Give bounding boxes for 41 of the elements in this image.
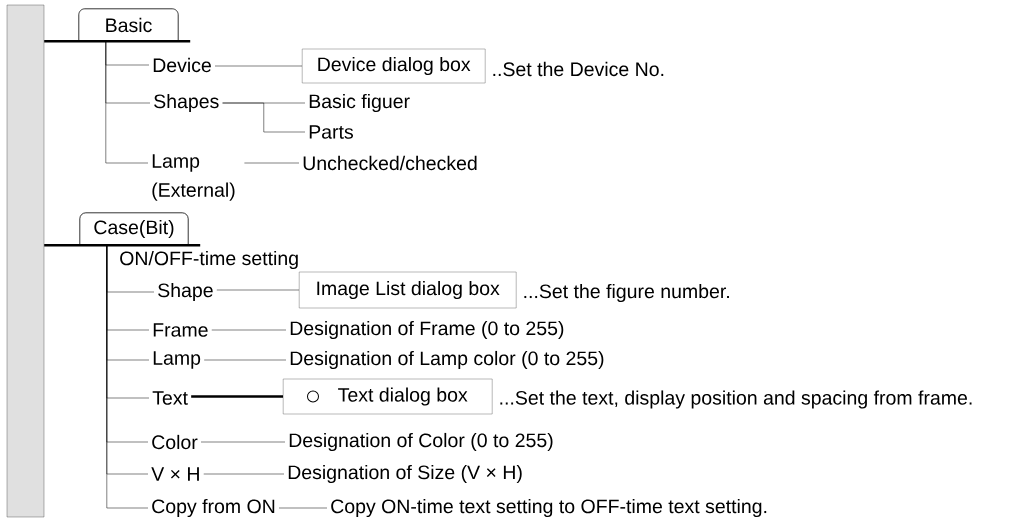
- connector-line: [44, 243, 201, 247]
- connector-line: [222, 102, 306, 133]
- note-text: ..Set the Device No.: [493, 61, 664, 77]
- heading-text: ON/OFF-time setting: [120, 250, 298, 270]
- connector-line: [105, 40, 149, 164]
- item-label: Copy from ON: [152, 498, 275, 518]
- item-label: Lamp (External): [152, 154, 235, 201]
- item-label: Unchecked/checked: [303, 155, 477, 171]
- connector-line: [200, 441, 286, 443]
- dialog-box: Text dialog box: [283, 378, 493, 415]
- note-text: ...Set the text, display position and spacing from frame.: [500, 390, 972, 409]
- item-label: Designation of Frame (0 to 255): [290, 320, 564, 340]
- dialog-box: Device dialog box: [302, 48, 486, 84]
- connector-line: [44, 39, 191, 43]
- item-label: Designation of Color (0 to 255): [289, 432, 553, 452]
- connector-line: [244, 162, 300, 164]
- connector-line: [191, 395, 283, 398]
- item-label: Color: [152, 434, 198, 450]
- tab-box: Basic: [78, 8, 179, 42]
- tab-box: Case(Bit): [79, 212, 189, 246]
- item-label: Shape: [158, 282, 213, 302]
- side-bar: [6, 4, 45, 518]
- item-label: Shapes: [154, 93, 219, 113]
- connector-line: [211, 329, 287, 331]
- note-text: ...Set the figure number.: [524, 283, 729, 303]
- connector-line: [203, 473, 285, 475]
- item-label: Text: [152, 391, 188, 405]
- item-label: Designation of Size (V × H): [288, 464, 522, 484]
- item-label: Device: [153, 57, 211, 73]
- connector-line: [278, 507, 328, 509]
- dialog-box: Image List dialog box: [299, 271, 517, 309]
- item-label: Designation of Lamp color (0 to 255): [290, 350, 604, 370]
- item-label: Copy ON-time text setting to OFF-time text setting.: [331, 498, 767, 518]
- item-label: V × H: [151, 467, 199, 481]
- connector-line: [214, 65, 303, 67]
- connector-line: [216, 289, 300, 291]
- item-label: Parts: [309, 125, 353, 139]
- item-label: Frame: [153, 323, 208, 337]
- item-label: Basic figuer: [309, 93, 410, 113]
- item-label: Lamp: [153, 351, 201, 369]
- connector-line: [203, 359, 287, 361]
